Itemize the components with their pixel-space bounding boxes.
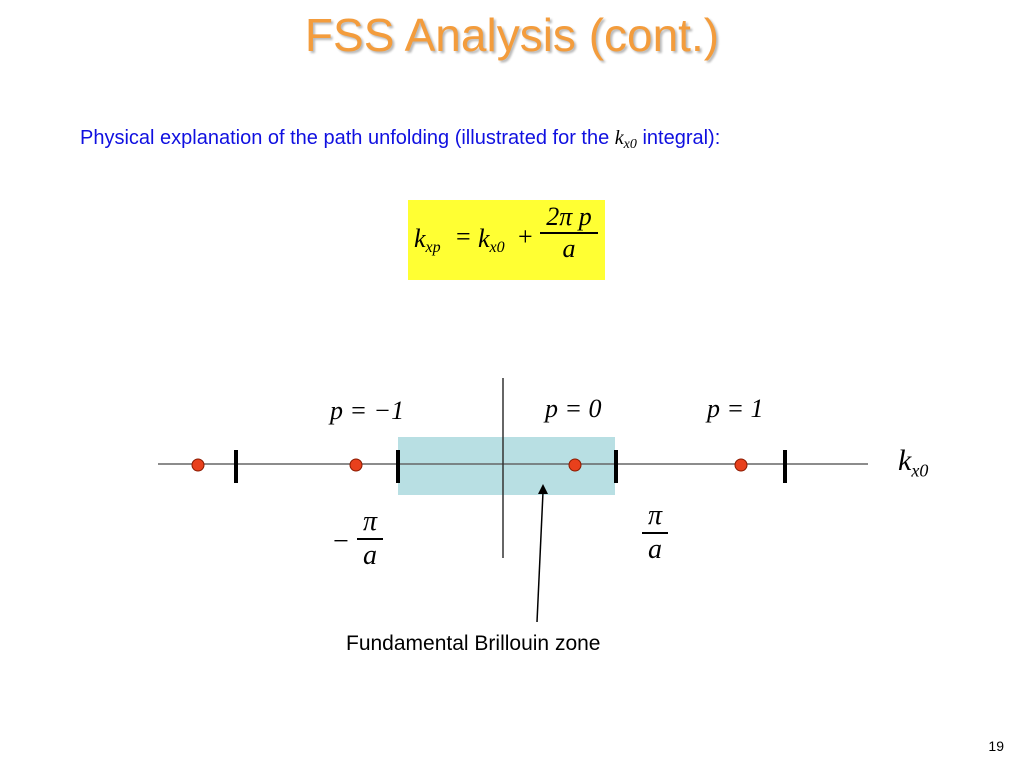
sample-point [734, 458, 748, 472]
brillouin-zone-label: Fundamental Brillouin zone [346, 632, 601, 655]
zone-pointer-arrow-line [536, 491, 544, 623]
zone-pointer-arrow-head [538, 484, 548, 494]
pi-numerator: π [647, 500, 663, 531]
formula-fraction-bar [540, 232, 598, 234]
p-label-one: p = 1 [707, 394, 764, 423]
page-number: 19 [988, 738, 1004, 754]
sample-point [568, 458, 582, 472]
sample-point [349, 458, 363, 472]
formula-plus: + [518, 222, 533, 251]
formula-lhs-subscript: xp [425, 238, 441, 256]
formula-equals: = [456, 222, 471, 251]
formula-fraction: 2π p a [540, 202, 598, 264]
pi-fraction-bar [642, 532, 668, 534]
pi-denominator: a [648, 533, 662, 565]
formula-rhs-subscript: x0 [489, 238, 505, 256]
neg-pi-over-a: π a [357, 506, 383, 572]
formula-lhs: kxp [414, 224, 441, 257]
p-label-minus-one: p = −1 [330, 396, 405, 425]
slide-subtitle: Physical explanation of the path unfoldi… [80, 127, 720, 153]
formula-numerator: 2π p [546, 202, 592, 231]
subtitle-k-subscript: x0 [623, 137, 637, 153]
axis-label-subscript: x0 [911, 460, 929, 481]
formula-rhs-var: k [478, 224, 490, 253]
neg-pi-denominator: a [363, 539, 377, 571]
p-label-zero: p = 0 [545, 394, 602, 423]
axis-label-var: k [898, 444, 912, 477]
slide-title: FSS Analysis (cont.) [304, 9, 720, 61]
subtitle-text-before: Physical explanation of the path unfoldi… [80, 127, 615, 149]
neg-sign: − [333, 526, 349, 557]
formula-rhs: kx0 [478, 224, 505, 257]
neg-pi-fraction-bar [357, 538, 383, 540]
pi-over-a: π a [642, 500, 668, 566]
axis-label-kx0: kx0 [898, 444, 928, 481]
sample-point [191, 458, 205, 472]
subtitle-k-var: k [614, 127, 624, 149]
formula-denominator: a [562, 233, 576, 263]
subtitle-text-after: integral): [636, 127, 721, 149]
formula-lhs-var: k [414, 224, 426, 253]
brillouin-zone-rect [398, 437, 615, 495]
neg-pi-numerator: π [362, 506, 378, 537]
formula-highlight-box: kxp = kx0 + 2π p a [408, 200, 605, 280]
